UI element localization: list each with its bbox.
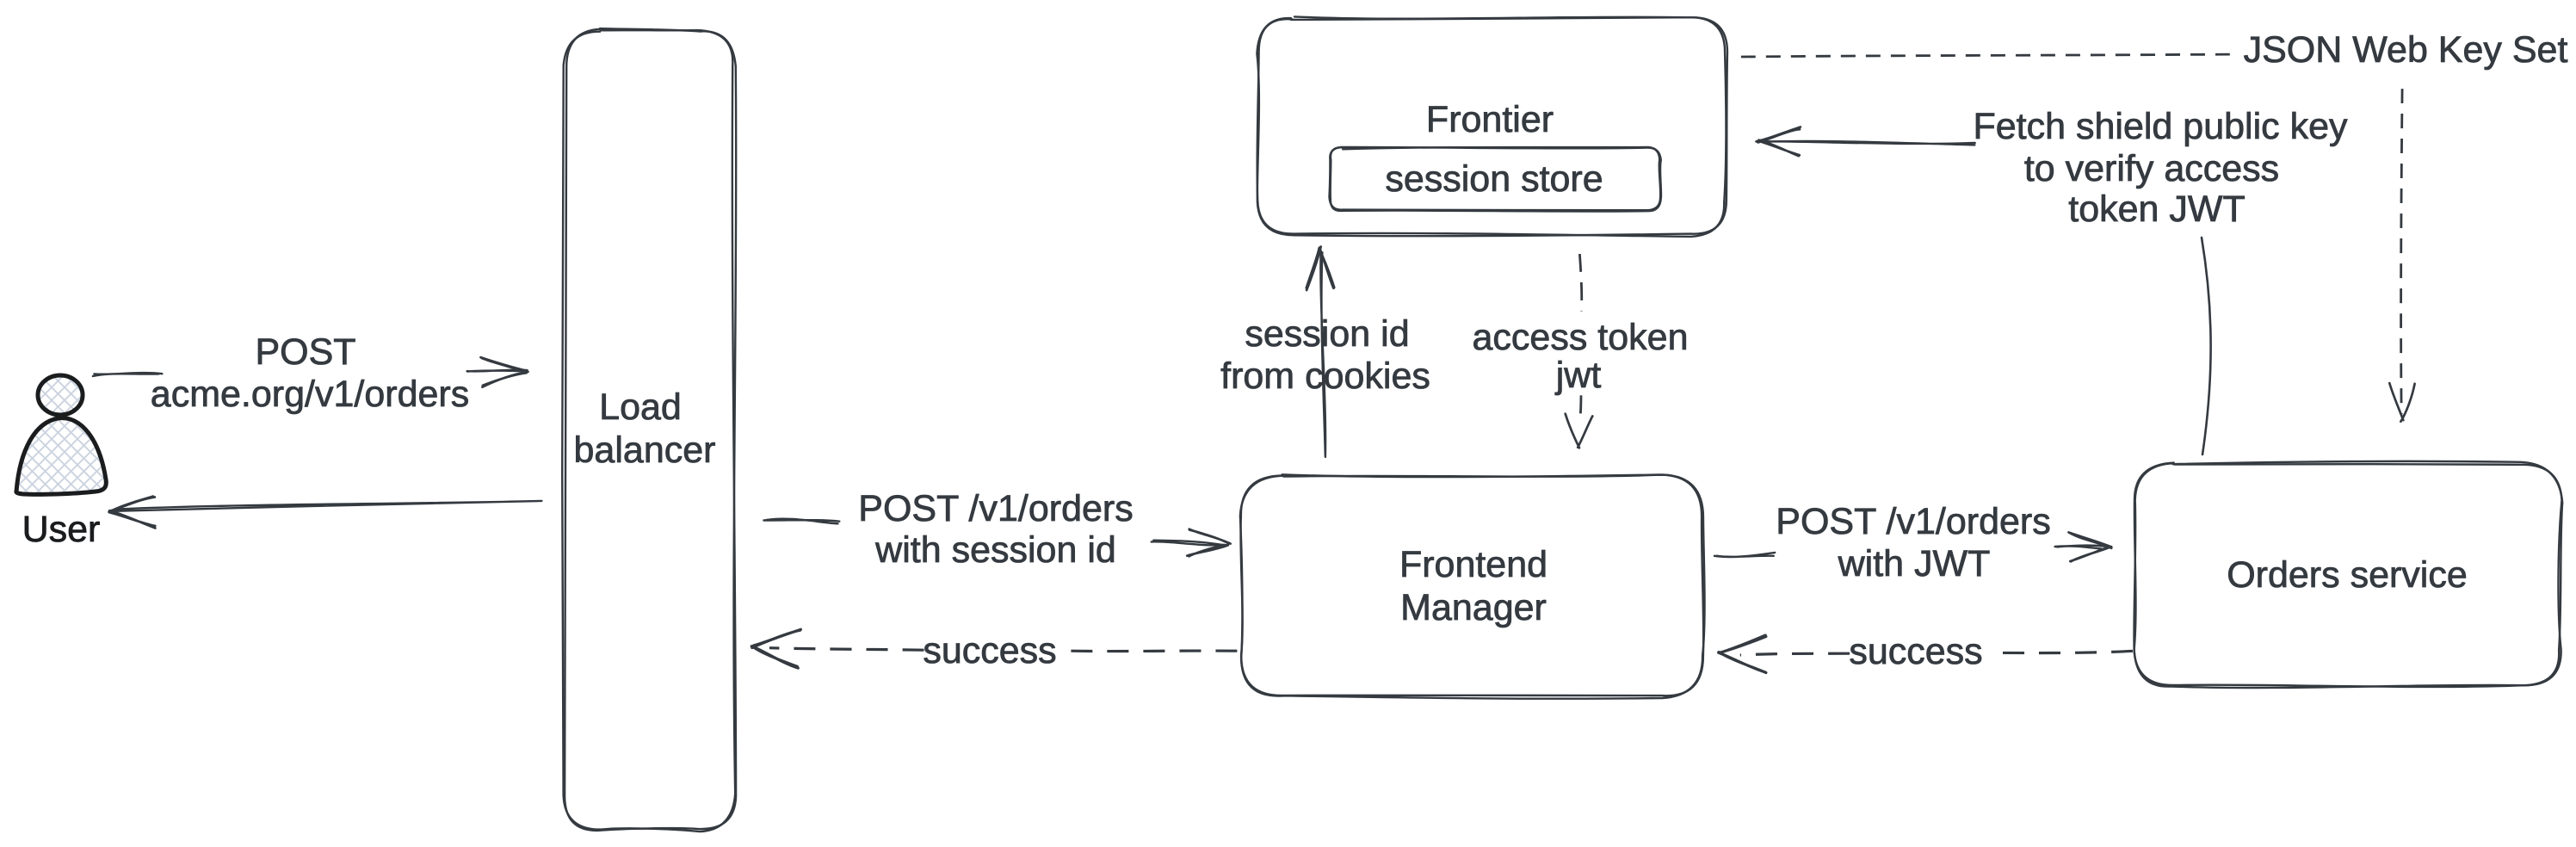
svg-text:session id: session id bbox=[1245, 313, 1409, 355]
svg-text:access token: access token bbox=[1473, 317, 1689, 358]
svg-text:POST /v1/orders: POST /v1/orders bbox=[1776, 501, 2050, 542]
svg-text:jwt: jwt bbox=[1554, 355, 1602, 396]
svg-text:acme.org/v1/orders: acme.org/v1/orders bbox=[151, 374, 469, 415]
svg-text:User: User bbox=[22, 509, 101, 550]
svg-text:Fetch shield public key: Fetch shield public key bbox=[1974, 106, 2348, 147]
svg-text:success: success bbox=[923, 630, 1056, 671]
svg-text:with JWT: with JWT bbox=[1838, 543, 1991, 584]
svg-text:Manager: Manager bbox=[1400, 587, 1547, 628]
svg-text:POST /v1/orders: POST /v1/orders bbox=[858, 488, 1133, 529]
svg-text:session store: session store bbox=[1385, 158, 1603, 200]
svg-text:POST: POST bbox=[255, 331, 355, 373]
svg-text:balancer: balancer bbox=[574, 430, 716, 471]
svg-text:success: success bbox=[1849, 631, 1982, 672]
svg-text:Frontend: Frontend bbox=[1399, 544, 1547, 585]
svg-text:to verify access: to verify access bbox=[2024, 148, 2279, 189]
svg-text:Orders service: Orders service bbox=[2227, 554, 2468, 596]
svg-text:Frontier: Frontier bbox=[1426, 99, 1554, 140]
svg-text:from cookies: from cookies bbox=[1220, 355, 1430, 397]
svg-text:Load: Load bbox=[599, 386, 682, 428]
svg-text:token JWT: token JWT bbox=[2068, 189, 2246, 230]
svg-text:JSON Web Key Set: JSON Web Key Set bbox=[2244, 29, 2568, 71]
svg-text:with session id: with session id bbox=[874, 529, 1116, 571]
